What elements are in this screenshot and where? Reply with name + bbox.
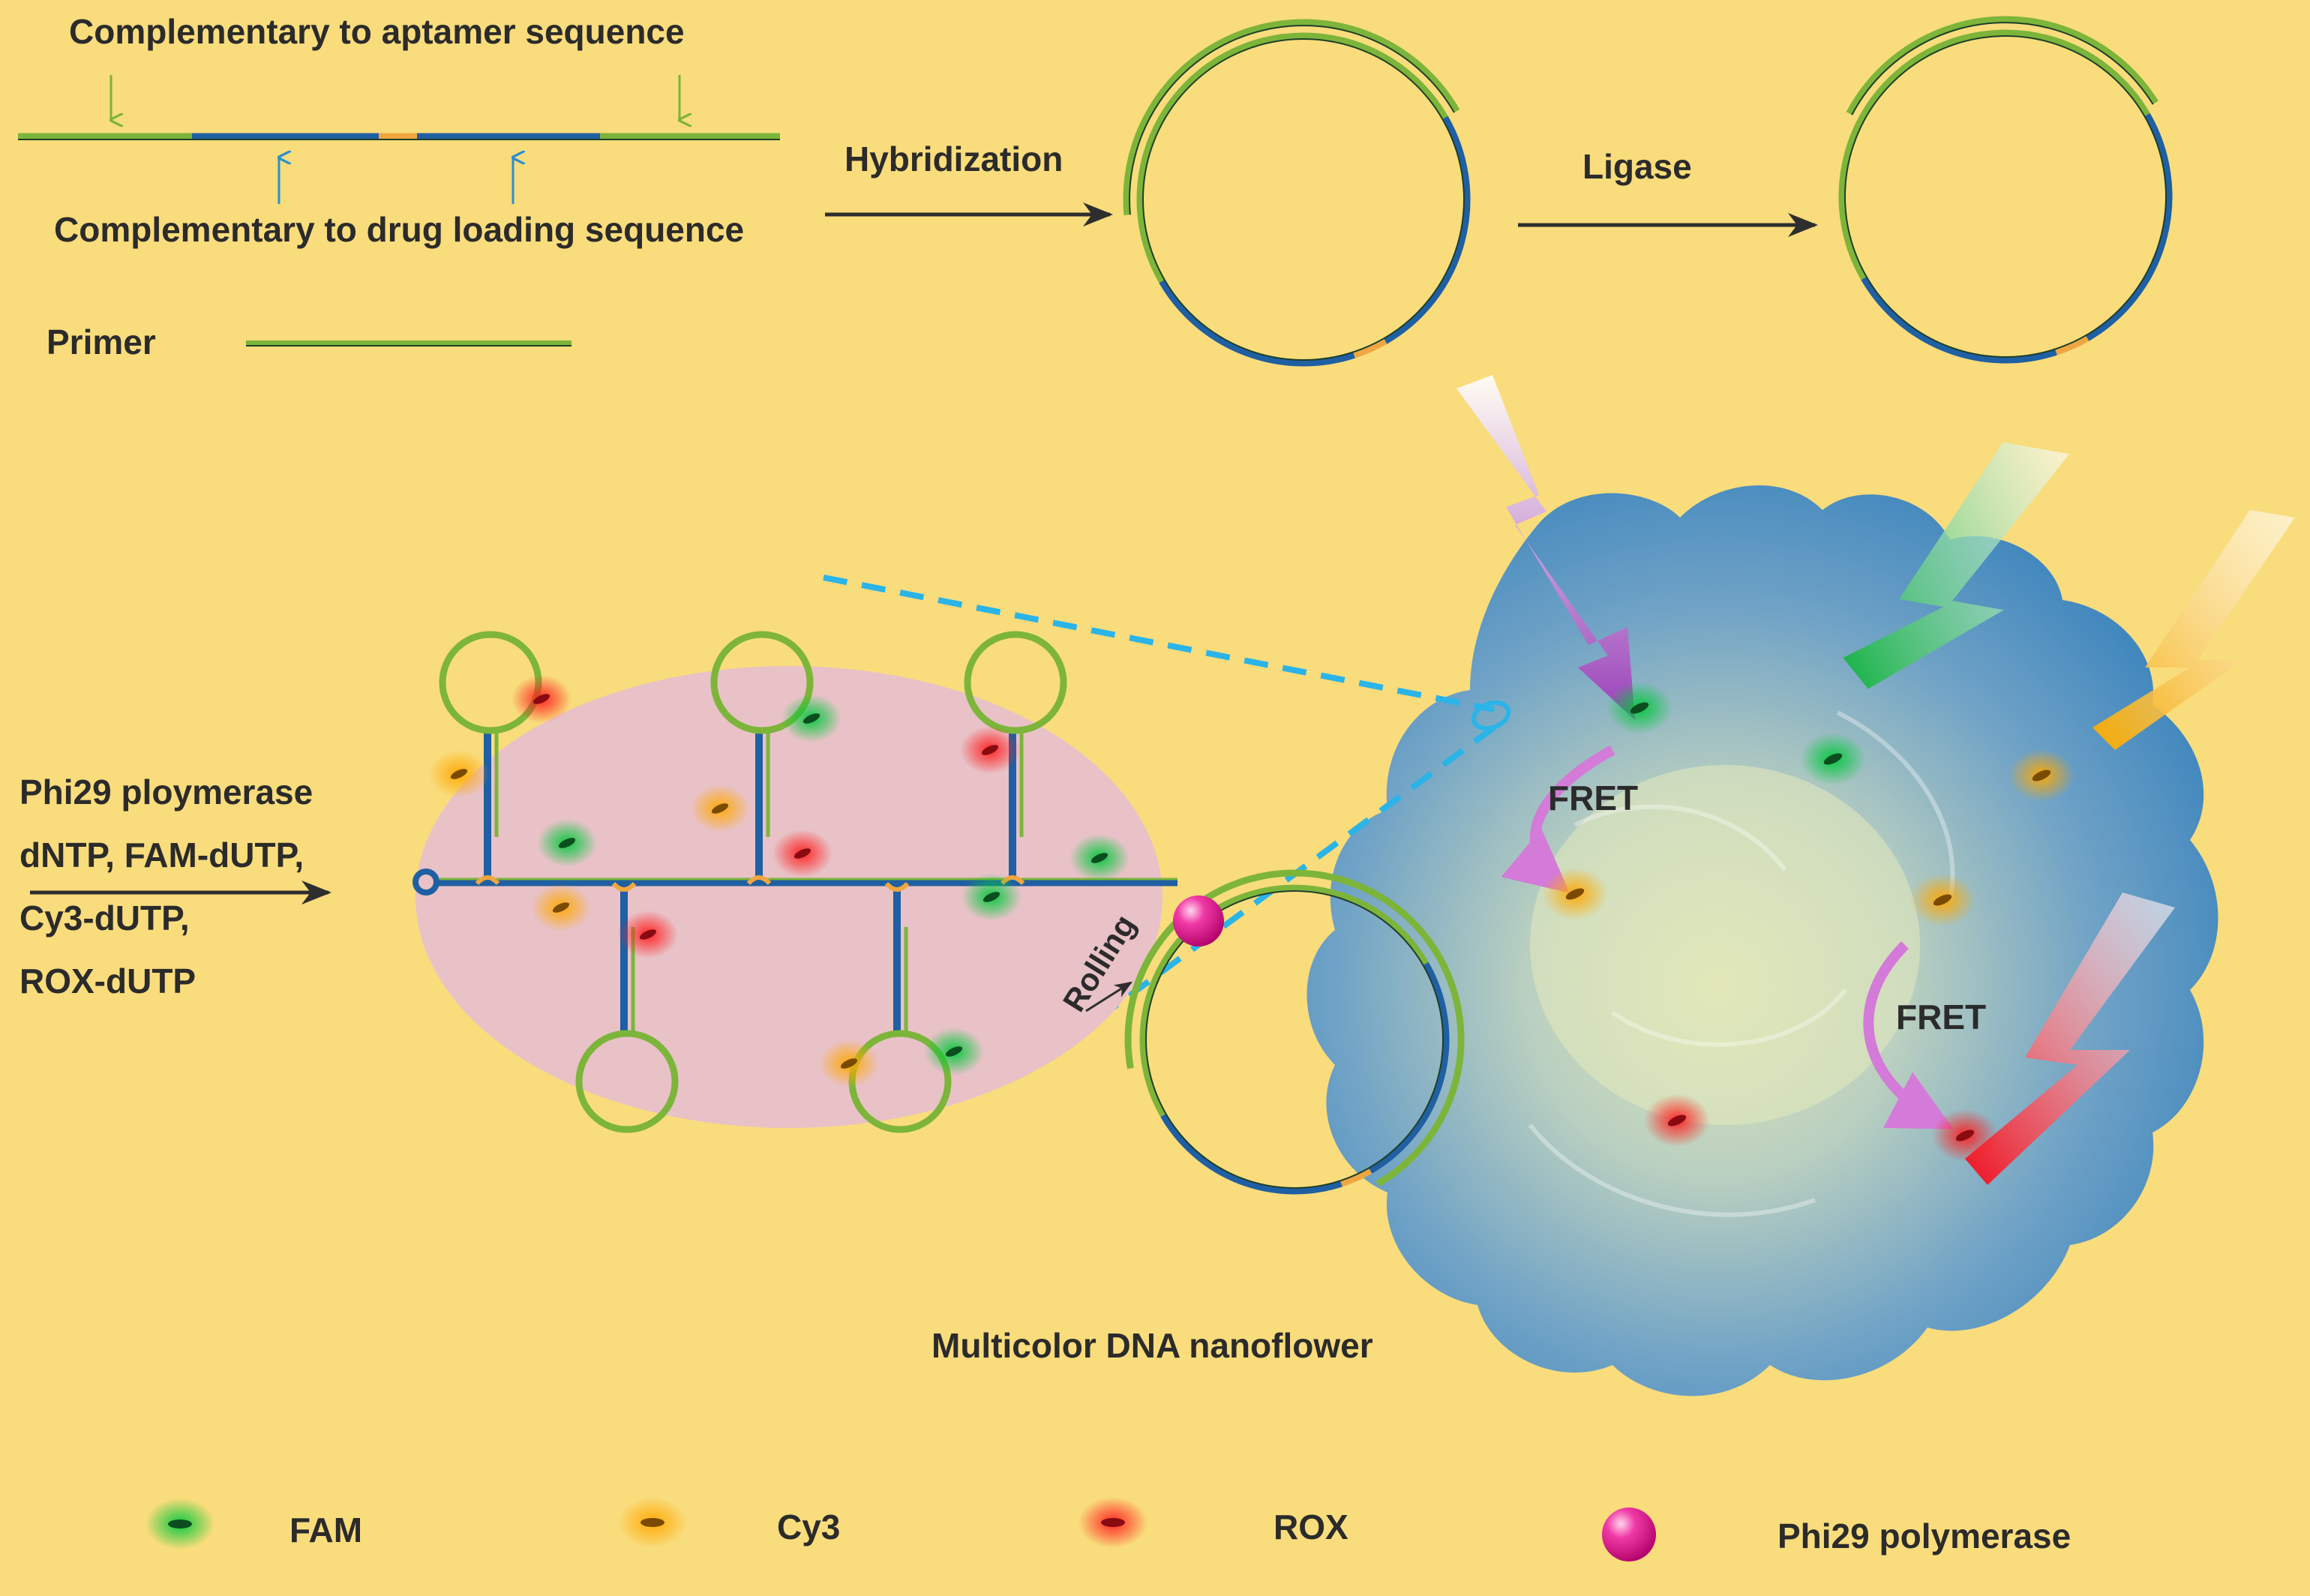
legend-label-cy3: Cy3 <box>777 1508 840 1546</box>
dye-core <box>639 929 657 940</box>
dye-marks <box>429 675 1130 1088</box>
dye-core <box>1933 894 1952 906</box>
flower-center <box>1530 765 1920 1125</box>
reagent-line-1: Phi29 ploymerase <box>20 772 313 812</box>
lig-primer-arc <box>1846 16 2158 116</box>
dye-core <box>450 769 468 779</box>
dye-core <box>981 745 999 755</box>
magnified-product-ellipse <box>416 666 1162 1128</box>
ring-inner-line <box>1145 890 1444 1189</box>
ring-segment <box>1383 116 1471 344</box>
hybridization-label: Hybridization <box>844 140 1063 178</box>
legend-rox: ROX <box>1078 1497 1348 1548</box>
ring-segment <box>1838 112 1868 280</box>
ring-segment <box>1352 338 1388 358</box>
hyb-circle-ring <box>1136 32 1471 367</box>
reagent-list: Phi29 ploymerase dNTP, FAM-dUTP, Cy3-dUT… <box>20 772 313 1000</box>
zoom-origin-ring <box>1471 700 1511 731</box>
ligase-label: Ligase <box>1582 147 1692 186</box>
nanoflower-label: Multicolor DNA nanoflower <box>932 1326 1373 1365</box>
dye-core <box>945 1046 963 1057</box>
hairpin-junction <box>475 875 500 886</box>
reagent-line-2: dNTP, FAM-dUTP, <box>20 836 304 874</box>
fret-arrow-upper <box>1501 745 1616 893</box>
dye-core <box>558 838 576 848</box>
fret-arrow-lower <box>1863 941 1954 1130</box>
legend-phi29: Phi29 polymerase <box>1602 1508 2071 1562</box>
hairpin-loop <box>710 631 814 734</box>
aptamer-label: Complementary to aptamer sequence <box>69 12 685 51</box>
ring-segment <box>1136 116 1166 284</box>
lig-primer-arc-inner <box>1851 22 2154 116</box>
ring-segment <box>1861 29 2150 117</box>
rca-product-strand <box>412 868 1178 896</box>
fam-emission-bolt-icon <box>1843 442 2070 689</box>
hairpin-junction <box>746 875 772 886</box>
hairpin-junction <box>611 881 637 892</box>
hairpin-loop <box>575 1030 679 1133</box>
legend-label-rox: ROX <box>1274 1508 1348 1546</box>
ring-segment <box>1159 32 1448 120</box>
dye-core <box>552 902 570 913</box>
ring-segment <box>1861 276 2057 364</box>
drug-loading-label: Complementary to drug loading sequence <box>54 210 744 249</box>
excitation-bolt-icon <box>1456 375 1635 720</box>
ring-segment <box>1139 962 1166 1118</box>
legend-fam: FAM <box>146 1498 362 1550</box>
fret-label-upper: FRET <box>1548 778 1638 818</box>
ring-segment <box>1368 962 1450 1174</box>
zoom-line-upper <box>823 574 1495 712</box>
dye-core <box>1090 853 1108 863</box>
reagent-line-4: ROX-dUTP <box>20 962 196 1000</box>
hairpin-junction <box>884 881 910 892</box>
ring-segment <box>2085 112 2173 341</box>
rolling-arrow <box>1085 981 1133 1012</box>
dye-core <box>532 694 550 704</box>
ring-inner-line <box>1844 35 2167 358</box>
cy3-emission-bolt-icon <box>2092 510 2295 750</box>
rox-emission-bolt-icon <box>1965 892 2175 1185</box>
dye-core <box>1823 753 1843 765</box>
ring-inner-line <box>1142 38 1465 361</box>
hyb-primer-arc-inner <box>1129 25 1455 215</box>
dye-core <box>2032 770 2051 782</box>
dye-core <box>794 848 812 859</box>
ligated-circle <box>1838 16 2173 364</box>
fret-label-lower: FRET <box>1896 998 1986 1036</box>
dye-core <box>802 713 820 724</box>
dye-core <box>1630 702 1649 714</box>
dye-core <box>982 892 1000 902</box>
legend-label-fam: FAM <box>290 1510 362 1550</box>
dye-core <box>1565 888 1585 900</box>
flower-petal-detail <box>1528 710 1955 1217</box>
dye-core <box>840 1058 858 1069</box>
ring-segment <box>1159 279 1355 367</box>
reagent-line-3: Cy3-dUTP, <box>20 898 190 938</box>
phi29-polymerase-icon <box>1173 896 1224 946</box>
hybridized-circle <box>1123 19 1471 367</box>
primer-label: Primer <box>46 322 156 362</box>
template-strand <box>18 133 780 140</box>
legend: FAM Cy3 ROX Phi29 polymerase <box>146 1497 2071 1562</box>
dye-core <box>1955 1130 1975 1142</box>
hairpin-loop <box>964 631 1067 734</box>
ring-segment <box>1160 1113 1342 1195</box>
dye-core <box>1667 1114 1687 1126</box>
ring-segment <box>1340 1167 1372 1187</box>
rca-growing-strand <box>1124 869 1465 1187</box>
hyb-primer-arc <box>1123 19 1460 215</box>
legend-label-phi29: Phi29 polymerase <box>1778 1516 2071 1556</box>
dye-core <box>711 803 729 814</box>
legend-cy3: Cy3 <box>618 1497 840 1548</box>
flower-dye-marks <box>1542 681 2074 1162</box>
lig-circle-ring <box>1838 29 2173 364</box>
phi29-sphere-icon <box>1602 1508 1656 1562</box>
ring-segment <box>2054 334 2090 356</box>
